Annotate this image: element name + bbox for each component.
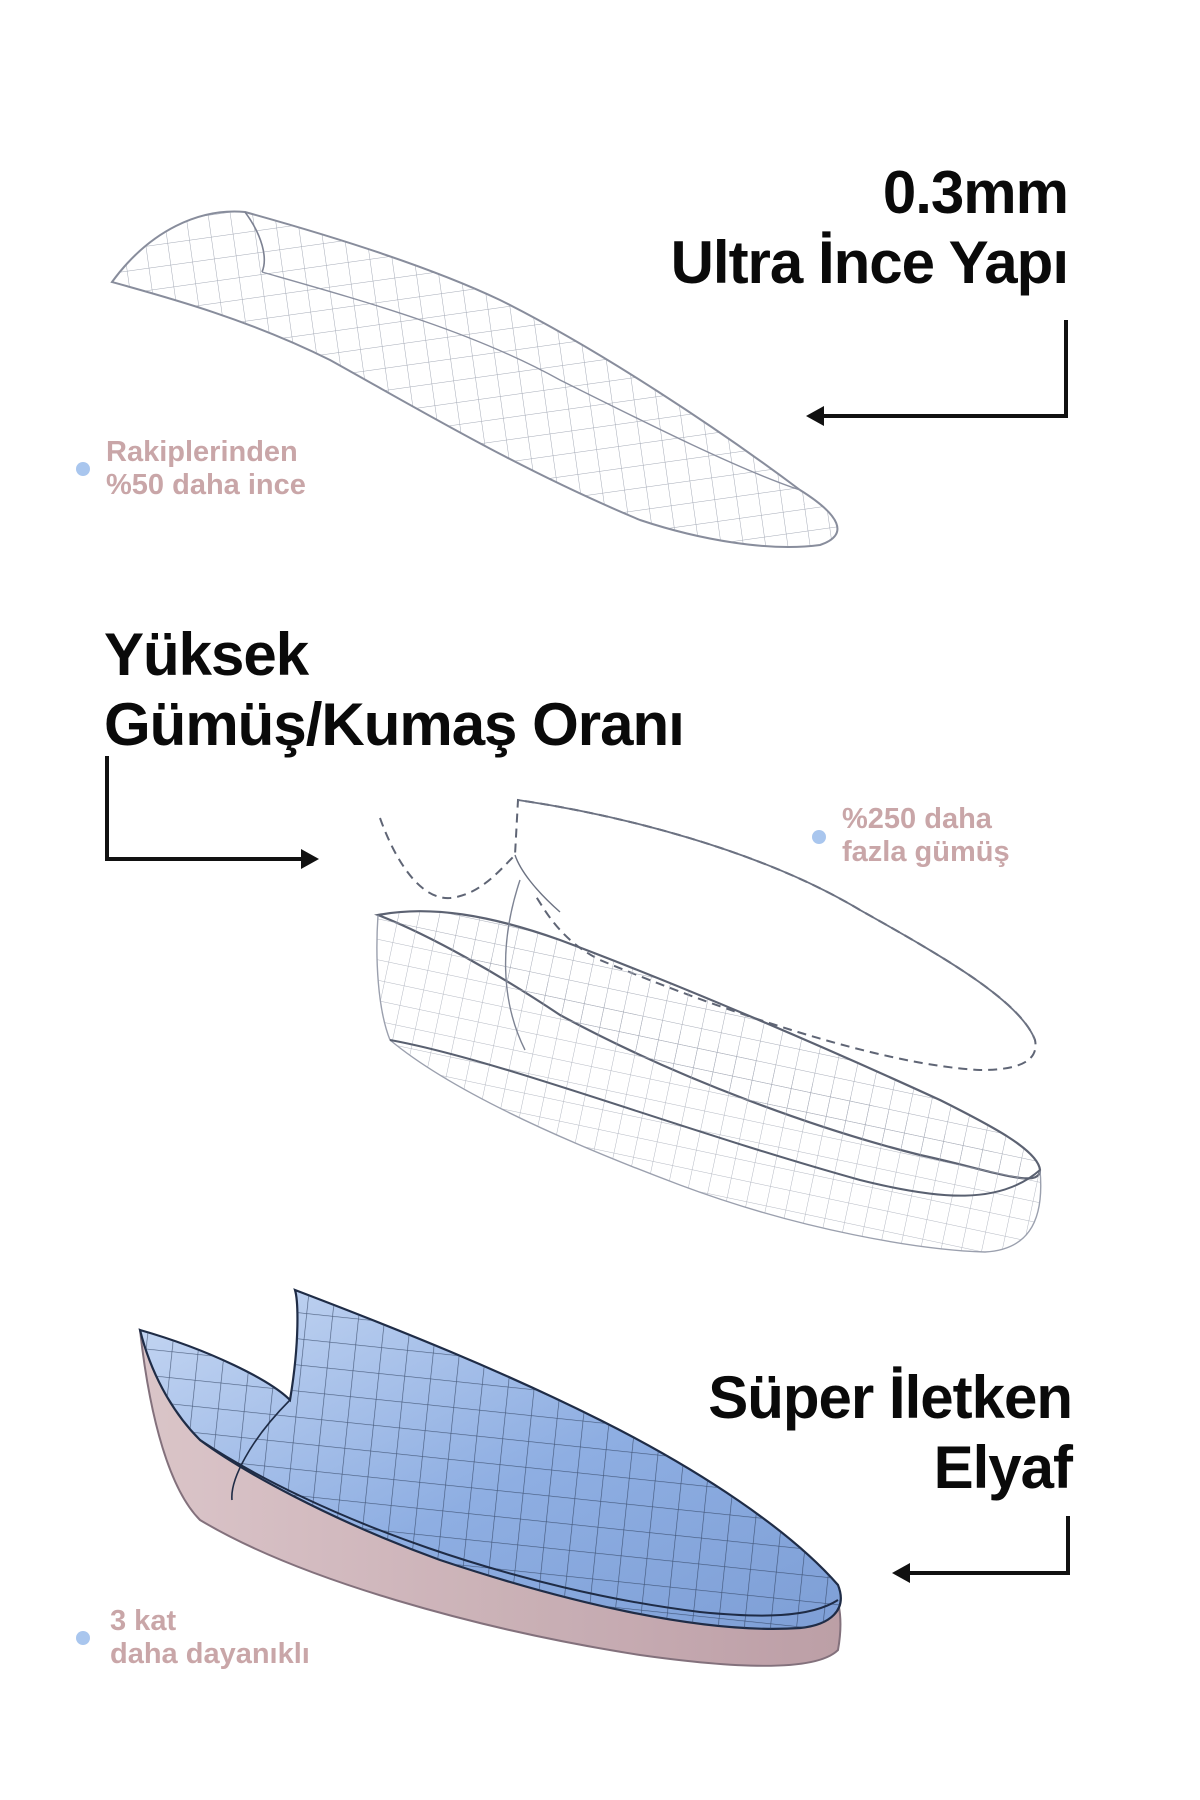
section3-note-line2: daha dayanıklı <box>110 1638 310 1670</box>
section3-title-line2: Elyaf <box>933 1434 1073 1501</box>
arrow-3-icon <box>892 1516 1070 1583</box>
section3-title-line1: Süper İletken <box>708 1364 1073 1431</box>
section3-note-line1: 3 kat <box>110 1605 177 1637</box>
note-dot-icon <box>812 830 826 844</box>
insole-layers-illustration <box>374 798 1042 1253</box>
section2-note-line2: fazla gümüş <box>842 836 1010 868</box>
arrow-2-icon <box>105 756 319 869</box>
section2-title: Yüksek Gümüş/Kumaş Oranı <box>104 620 685 760</box>
section2-title-line2: Gümüş/Kumaş Oranı <box>104 691 685 758</box>
arrow-1-icon <box>806 320 1068 426</box>
section1-note: Rakiplerinden %50 daha ince <box>106 436 306 502</box>
section2-title-line1: Yüksek <box>104 621 309 688</box>
section1-title-line2: Ultra İnce Yapı <box>670 229 1069 296</box>
note-dot-icon <box>76 1631 90 1645</box>
section3-title: Süper İletken Elyaf <box>708 1363 1073 1503</box>
insole-thin-illustration <box>110 210 839 548</box>
insole-blue-illustration <box>138 1288 842 1667</box>
section3-note: 3 kat daha dayanıklı <box>110 1605 310 1671</box>
section1-note-line2: %50 daha ince <box>106 469 306 501</box>
section1-title-line1: 0.3mm <box>882 159 1069 226</box>
section2-note-line1: %250 daha <box>842 803 992 835</box>
section1-title: 0.3mm Ultra İnce Yapı <box>670 158 1069 298</box>
section1-note-line1: Rakiplerinden <box>106 436 298 468</box>
section2-note: %250 daha fazla gümüş <box>842 803 1010 869</box>
note-dot-icon <box>76 462 90 476</box>
